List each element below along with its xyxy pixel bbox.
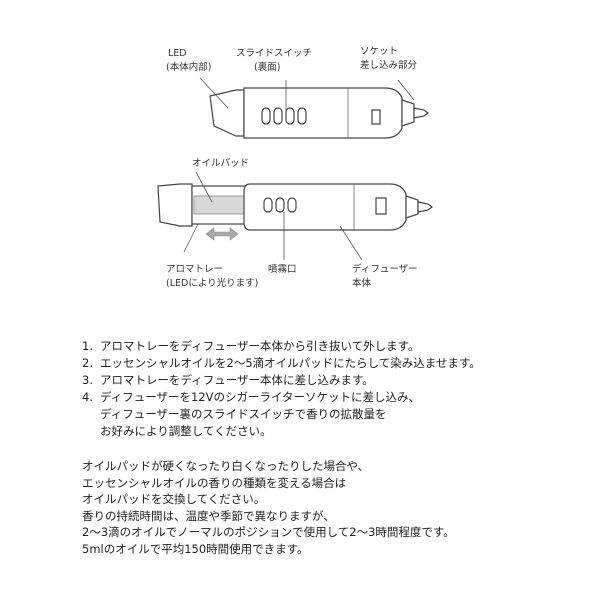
socket-label: ソケット: [360, 46, 398, 57]
oil-pad: [193, 195, 249, 215]
step-number: 4.: [82, 390, 93, 404]
led-tip: [209, 89, 245, 137]
note-line: エッセンシャルオイルの香りの種類を変える場合は: [82, 475, 347, 490]
vent-hole: [297, 107, 307, 125]
step-4: 4. ディフューザーを12Vのシガーライターソケットに差し込み、 ディフューザー…: [82, 389, 582, 440]
vent-hole: [261, 107, 271, 125]
step-list: 1. アロマトレーをディフューザー本体から引き抜いて外します。 2. エッセンシ…: [82, 338, 582, 440]
step-text: ディフューザー裏のスライドスイッチで香りの拡散量を: [100, 407, 387, 421]
instruction-steps: 1. アロマトレーをディフューザー本体から引き抜いて外します。 2. エッセンシ…: [82, 338, 582, 440]
step-text: エッセンシャルオイルを2〜5滴オイルパッドにたらして染み込ませます。: [100, 356, 481, 370]
aroma-tray-label: アロマトレー: [166, 264, 223, 275]
slide-switch-label: スライドスイッチ: [236, 48, 312, 59]
led-sub-label: (本体内部): [166, 61, 211, 73]
clip-slot: [375, 197, 387, 215]
vent-hole: [273, 107, 283, 125]
aroma-tray-sub-label: (LEDにより光ります): [166, 277, 258, 289]
step-1: 1. アロマトレーをディフューザー本体から引き抜いて外します。: [82, 338, 582, 355]
vent-hole: [275, 197, 285, 213]
vent-hole: [287, 197, 297, 213]
aroma-tray-tip: [157, 183, 193, 227]
clip-slot: [371, 109, 381, 125]
socket-plug: [401, 99, 415, 127]
socket-tip: [417, 201, 433, 213]
step-text: お好みにより調整してください。: [100, 424, 272, 438]
assembled-diffuser-illustration: LED (本体内部) スライドスイッチ (裏面) ソケット 差し込み部分: [166, 46, 429, 139]
note-line: オイルパッドが硬くなったり白くなったりした場合や、: [82, 459, 370, 473]
step-text: ディフューザーを12Vのシガーライターソケットに差し込み、: [100, 390, 421, 404]
diffuser-body-label: ディフューザー: [352, 263, 418, 275]
step-text: アロマトレーをディフューザー本体から引き抜いて外します。: [100, 339, 420, 353]
note-line: 2〜3滴のオイルでノーマルのポジションで使用して2〜3時間程度です。: [82, 525, 455, 540]
diffuser-body-sub-label: 本体: [352, 277, 372, 289]
led-label: LED: [168, 48, 187, 59]
diffuser-body-top: [243, 87, 403, 139]
step-number: 1.: [82, 339, 93, 353]
note-line: 香りの持続時間は、温度や季節で異なりますが、: [82, 508, 335, 523]
socket-sub-label: 差し込み部分: [360, 59, 418, 71]
diffuser-body-bottom: [243, 183, 407, 231]
disassembled-diffuser-illustration: オイルパッド アロマトレー (LEDにより光ります) 噴霧口 ディフューザー 本…: [157, 158, 433, 289]
step-2: 2. エッセンシャルオイルを2〜5滴オイルパッドにたらして染み込ませます。: [82, 355, 582, 372]
oil-pad-label: オイルパッド: [192, 158, 249, 169]
note-line: オイルパッドを交換してください。: [82, 492, 266, 507]
step-text: アロマトレーをディフューザー本体に差し込みます。: [100, 373, 374, 387]
step-number: 2.: [82, 356, 93, 370]
socket-tip: [413, 107, 429, 119]
usage-notes: オイルパッドが硬くなったり白くなったりした場合や、 エッセンシャルオイルの香りの…: [82, 458, 592, 558]
vent-hole: [263, 197, 273, 213]
slide-switch-sub-label: (裏面): [254, 61, 280, 73]
note-line: 5mlのオイルで平均150時間使用できます。: [82, 541, 309, 556]
vent-hole: [285, 107, 295, 125]
product-diagram: LED (本体内部) スライドスイッチ (裏面) ソケット 差し込み部分: [157, 46, 433, 289]
spray-port-label: 噴霧口: [268, 263, 297, 275]
pull-direction-arrow: [205, 227, 239, 241]
socket-plug: [405, 195, 419, 219]
step-3: 3. アロマトレーをディフューザー本体に差し込みます。: [82, 372, 582, 389]
step-number: 3.: [82, 373, 93, 387]
